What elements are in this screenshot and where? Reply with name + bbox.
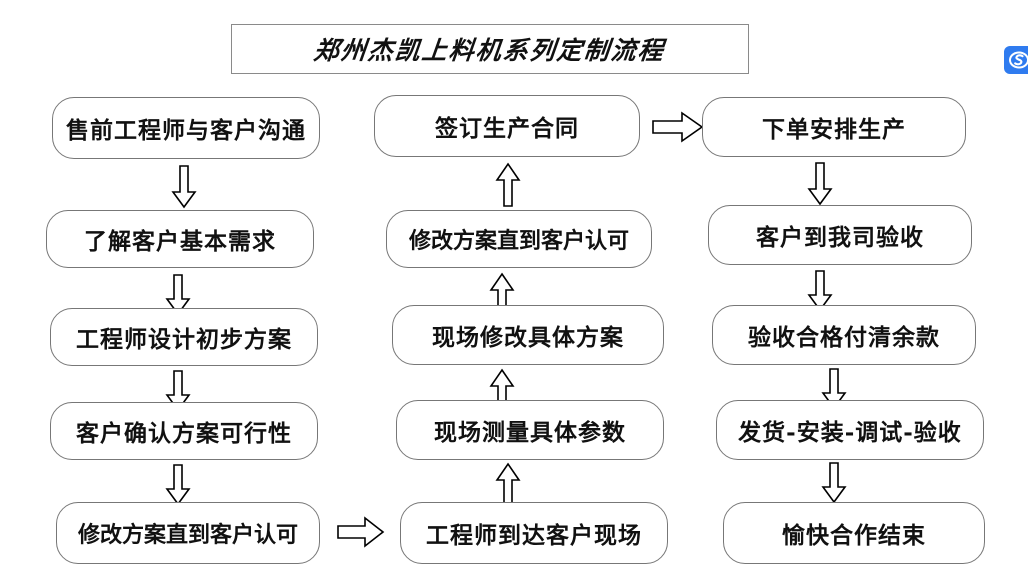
site-watermark-badge xyxy=(1004,46,1028,74)
node-engineer-initial-plan[interactable]: 工程师设计初步方案 xyxy=(50,308,318,366)
node-understand-requirements[interactable]: 了解客户基本需求 xyxy=(46,210,314,268)
node-pleasant-cooperation-end[interactable]: 愉快合作结束 xyxy=(723,502,985,564)
node-label: 发货-安装-调试-验收 xyxy=(738,419,962,446)
node-pay-balance-after-acceptance[interactable]: 验收合格付清余款 xyxy=(712,305,976,365)
chart-title-box: 郑州杰凯上料机系列定制流程 xyxy=(231,24,749,74)
node-sign-production-contract[interactable]: 签订生产合同 xyxy=(374,95,640,157)
connector-arrow-down xyxy=(820,462,848,504)
connector-arrow-up xyxy=(494,162,522,208)
connector-arrow-down xyxy=(806,270,834,312)
node-onsite-measure-parameters[interactable]: 现场测量具体参数 xyxy=(396,400,664,460)
node-revise-plan-until-approved-c2[interactable]: 修改方案直到客户认可 xyxy=(386,210,652,268)
connector-arrow-down xyxy=(164,464,192,506)
node-label: 验收合格付清余款 xyxy=(748,324,940,351)
node-label: 修改方案直到客户认可 xyxy=(77,522,298,548)
connector-arrow-down xyxy=(164,274,192,316)
node-label: 现场测量具体参数 xyxy=(434,419,626,446)
connector-arrow-down xyxy=(806,162,834,206)
node-label: 签订生产合同 xyxy=(435,115,579,142)
node-label: 售前工程师与客户沟通 xyxy=(66,117,306,144)
node-label: 客户到我司验收 xyxy=(756,224,924,251)
node-customer-confirm-feasibility[interactable]: 客户确认方案可行性 xyxy=(50,402,318,460)
connector-arrow-right xyxy=(337,515,385,549)
node-label: 下单安排生产 xyxy=(762,116,906,143)
connector-arrow-right xyxy=(652,110,704,144)
node-revise-plan-until-approved-c1[interactable]: 修改方案直到客户认可 xyxy=(56,502,320,564)
node-engineer-arrives-onsite[interactable]: 工程师到达客户现场 xyxy=(400,502,668,564)
chart-title: 郑州杰凯上料机系列定制流程 xyxy=(312,36,667,65)
node-label: 客户确认方案可行性 xyxy=(76,420,292,447)
watermark-s-icon xyxy=(1009,51,1028,69)
node-presales-communication[interactable]: 售前工程师与客户沟通 xyxy=(52,97,320,159)
node-label: 现场修改具体方案 xyxy=(432,324,624,351)
node-label: 工程师到达客户现场 xyxy=(426,522,642,549)
node-label: 修改方案直到客户认可 xyxy=(408,228,629,254)
node-ship-install-debug-accept[interactable]: 发货-安装-调试-验收 xyxy=(716,400,984,460)
node-customer-inspection-at-factory[interactable]: 客户到我司验收 xyxy=(708,205,972,265)
node-onsite-revise-detailed-plan[interactable]: 现场修改具体方案 xyxy=(392,305,664,365)
connector-arrow-down xyxy=(170,165,198,209)
connector-arrow-up xyxy=(494,462,522,506)
node-place-order-arrange-production[interactable]: 下单安排生产 xyxy=(702,97,966,157)
node-label: 愉快合作结束 xyxy=(782,522,926,549)
node-label: 了解客户基本需求 xyxy=(84,228,276,255)
node-label: 工程师设计初步方案 xyxy=(76,326,292,353)
